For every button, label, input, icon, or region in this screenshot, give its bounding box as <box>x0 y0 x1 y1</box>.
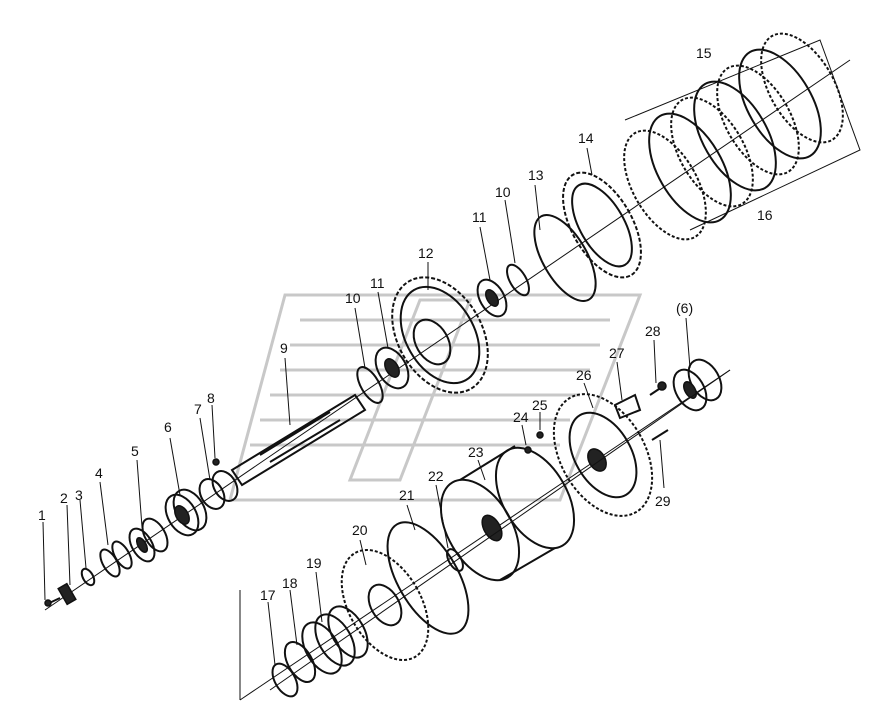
part-25-bolt <box>536 431 544 439</box>
part-11-bearing-second <box>476 278 508 318</box>
callout-27: 27 <box>609 345 625 361</box>
part-26-gear <box>552 393 654 517</box>
callout-5: 5 <box>131 443 139 459</box>
callout-16: 16 <box>757 207 773 223</box>
part-9-shaft <box>230 393 367 487</box>
part-2-3-washers <box>57 567 96 606</box>
callout-21: 21 <box>399 487 415 503</box>
part-20-gear <box>340 549 430 661</box>
callout-25: 25 <box>532 397 548 413</box>
part-13-retaining-ring <box>533 214 597 302</box>
part-10-snap-ring-second <box>506 263 530 297</box>
callout-15: 15 <box>696 45 712 61</box>
callout-8: 8 <box>207 390 215 406</box>
callout-22: 22 <box>428 468 444 484</box>
callout-6b: (6) <box>676 300 693 316</box>
part-8-pin <box>212 458 220 466</box>
part-5-bushing <box>128 517 169 563</box>
callout-17: 17 <box>260 587 276 603</box>
part-19-spring <box>301 605 369 675</box>
callout-26: 26 <box>576 367 592 383</box>
callout-9: 9 <box>280 340 288 356</box>
part-6b-bearing <box>672 358 723 412</box>
callout-1: 1 <box>38 507 46 523</box>
leader-lines <box>42 147 691 666</box>
part-18-washer <box>283 641 317 683</box>
callout-10-upper: 10 <box>495 184 511 200</box>
callout-19: 19 <box>306 555 322 571</box>
part-7-sleeve <box>198 470 239 510</box>
bracket-15-16 <box>624 39 861 231</box>
part-29-pin <box>651 429 669 441</box>
callout-13: 13 <box>528 167 544 183</box>
part-1-bolt <box>44 597 61 607</box>
callout-11-lower: 11 <box>370 275 385 291</box>
callout-18: 18 <box>282 575 298 591</box>
part-10-snap-ring <box>356 366 384 404</box>
lower-drum-assembly <box>239 358 731 701</box>
part-15-16-clutch-plates <box>623 32 844 241</box>
part-28-bolt <box>649 381 667 396</box>
callout-6: 6 <box>164 419 172 435</box>
part-24-bolt <box>524 446 532 454</box>
part-21-o-ring <box>386 521 470 635</box>
callout-7: 7 <box>194 401 202 417</box>
callout-10-lower: 10 <box>345 290 361 306</box>
callout-29: 29 <box>655 493 671 509</box>
callout-3: 3 <box>75 487 83 503</box>
callout-11-upper: 11 <box>472 209 487 225</box>
part-27-lock-plate <box>613 393 642 420</box>
part-12-gear <box>391 276 489 394</box>
part-14-pressure-plate <box>562 171 642 279</box>
callout-labels: 1 2 3 4 5 6 7 8 9 10 11 12 11 10 13 14 1… <box>38 45 773 603</box>
part-4-rings <box>99 540 133 578</box>
callout-20: 20 <box>352 522 368 538</box>
upper-shaft-assembly <box>44 32 861 611</box>
part-6-bearing <box>164 488 208 537</box>
callout-24: 24 <box>513 409 529 425</box>
part-11-bearing <box>374 346 410 390</box>
callout-4: 4 <box>95 465 103 481</box>
callout-23: 23 <box>468 444 484 460</box>
part-23-clutch-drum <box>439 445 576 582</box>
lower-bracket <box>239 369 731 700</box>
callout-14: 14 <box>578 130 594 146</box>
callout-2: 2 <box>60 490 68 506</box>
callout-28: 28 <box>645 323 661 339</box>
callout-12: 12 <box>418 245 434 261</box>
